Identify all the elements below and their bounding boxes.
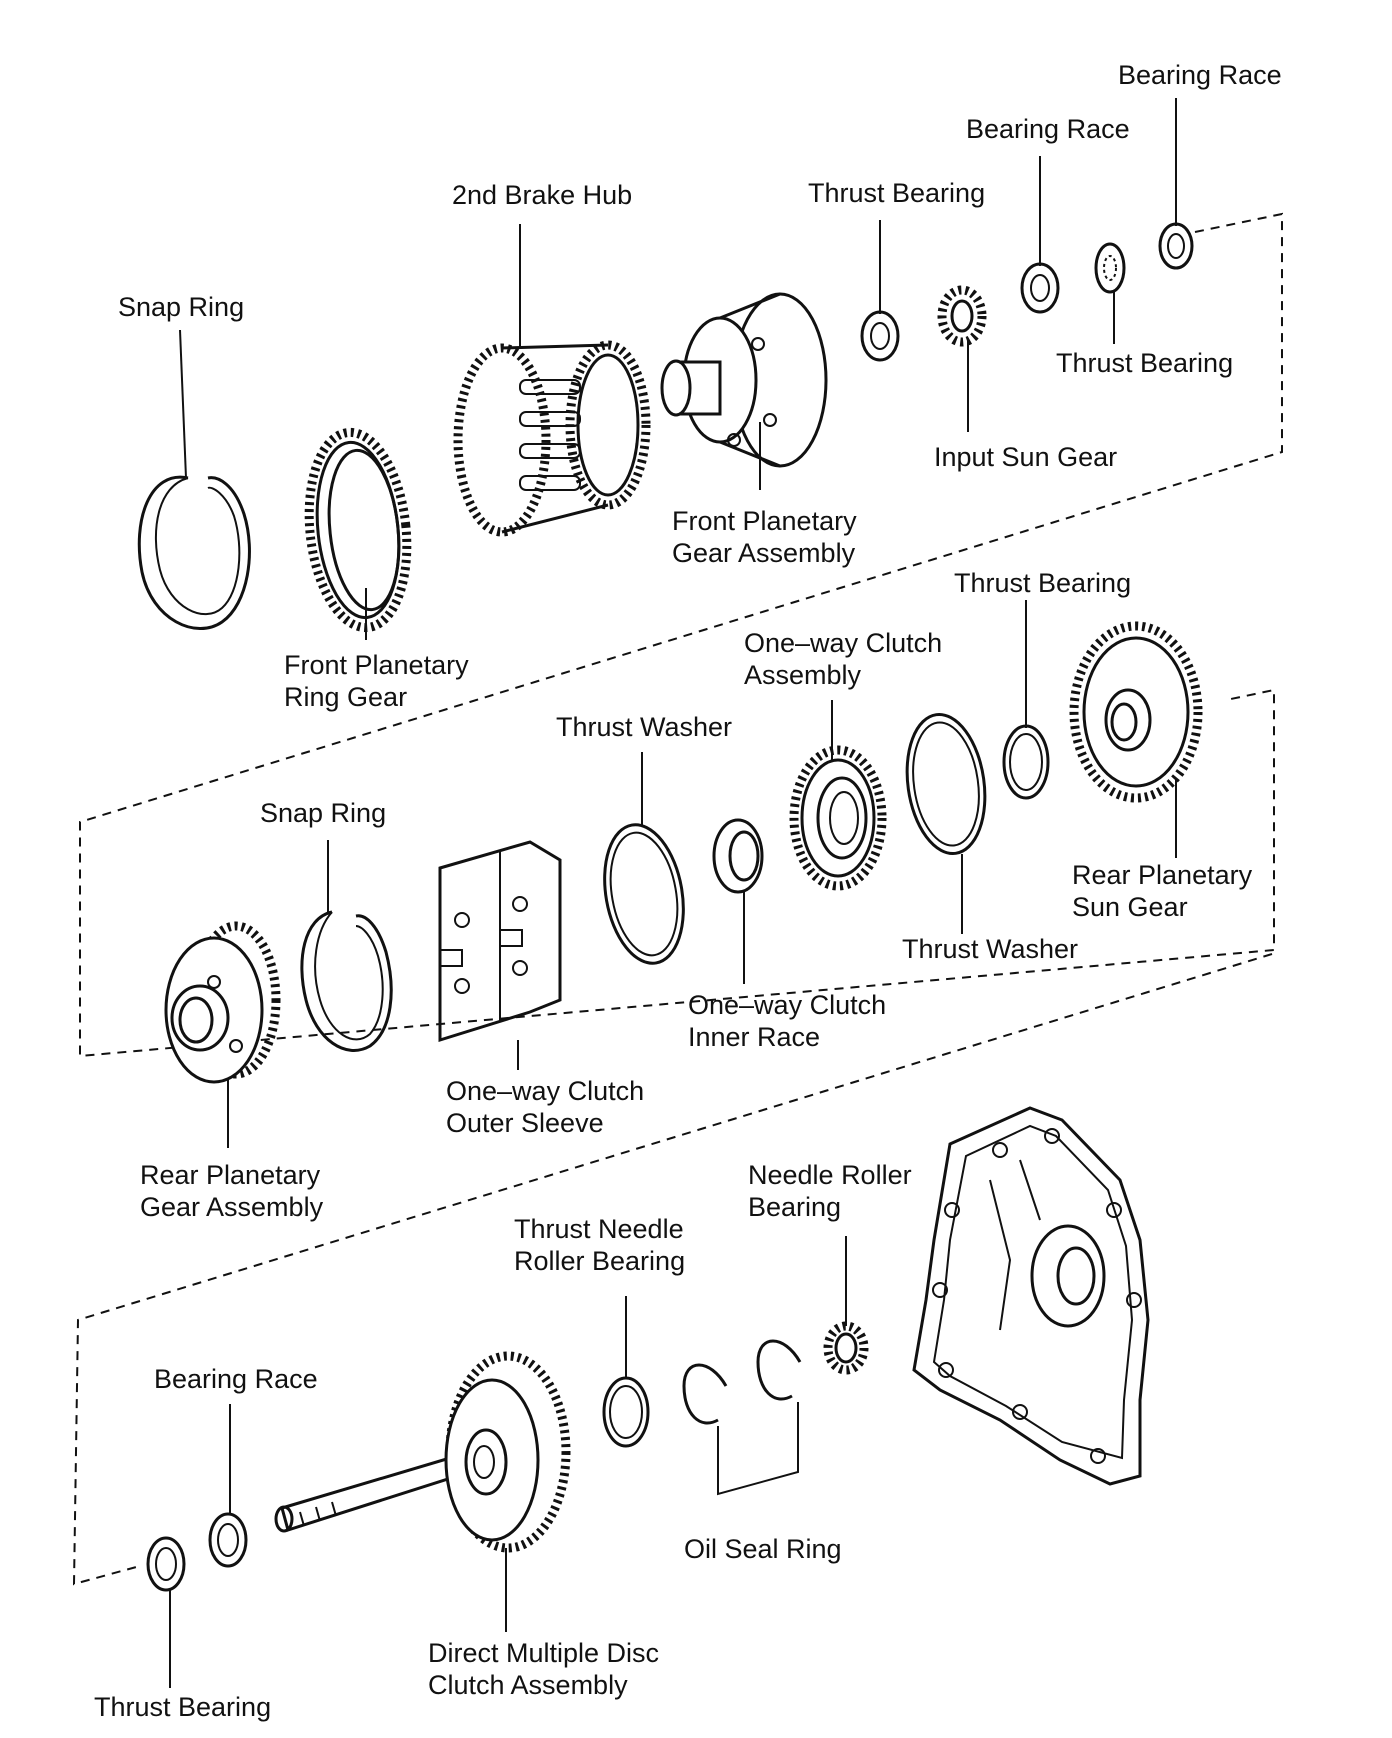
needle-roller-bearing-part [823, 1321, 869, 1375]
snap-ring-top-part [137, 475, 251, 631]
label-front-planetary-gear-assembly-line2: Gear Assembly [672, 538, 856, 568]
bearing-race-second-part [1020, 262, 1060, 314]
assembly-boundary [72, 212, 1283, 1586]
label-one-way-clutch-inner-race-line2: Inner Race [688, 1022, 820, 1052]
label-bearing-race-bottom: Bearing Race [154, 1364, 318, 1394]
label-thrust-needle-roller-bearing: Thrust Needle Roller Bearing [514, 1214, 691, 1276]
label-thrust-bearing-right: Thrust Bearing [1056, 348, 1233, 378]
label-one-way-clutch-outer-sleeve: One–way Clutch Outer Sleeve [446, 1076, 652, 1138]
front-planetary-gear-assembly-part [660, 292, 828, 468]
transmission-case-cover-part [912, 1106, 1150, 1486]
label-needle-roller-bearing: Needle Roller Bearing [748, 1160, 919, 1222]
second-brake-hub-part [453, 340, 651, 537]
label-bearing-race-second: Bearing Race [966, 114, 1130, 144]
label-input-sun-gear: Input Sun Gear [934, 442, 1117, 472]
label-needle-roller-bearing-line1: Needle Roller [748, 1160, 912, 1190]
label-one-way-clutch-assembly-line2: Assembly [744, 660, 862, 690]
thrust-bearing-bottom-part [146, 1536, 186, 1592]
label-snap-ring-top: Snap Ring [118, 292, 244, 322]
thrust-bearing-right-part [1094, 242, 1126, 294]
label-one-way-clutch-assembly: One–way Clutch Assembly [744, 628, 950, 690]
label-rear-planetary-gear-assembly: Rear Planetary Gear Assembly [140, 1160, 328, 1222]
label-one-way-clutch-outer-sleeve-line2: Outer Sleeve [446, 1108, 604, 1138]
label-direct-multiple-disc-clutch-assembly: Direct Multiple Disc Clutch Assembly [428, 1638, 667, 1700]
thrust-washer-right-part [905, 712, 987, 856]
oil-seal-ring-left-part [682, 1363, 728, 1425]
label-snap-ring-mid: Snap Ring [260, 798, 386, 828]
one-way-clutch-assembly-part [789, 745, 887, 891]
label-one-way-clutch-assembly-line1: One–way Clutch [744, 628, 942, 658]
label-thrust-washer-right: Thrust Washer [902, 934, 1078, 964]
label-thrust-needle-roller-bearing-line1: Thrust Needle [514, 1214, 684, 1244]
direct-multiple-disc-clutch-assembly-part [274, 1351, 571, 1553]
thrust-needle-roller-bearing-part [602, 1376, 650, 1448]
label-one-way-clutch-outer-sleeve-line1: One–way Clutch [446, 1076, 644, 1106]
thrust-bearing-top-part [860, 310, 900, 362]
label-direct-multiple-disc-clutch-assembly-line2: Clutch Assembly [428, 1670, 628, 1700]
one-way-clutch-outer-sleeve-part [438, 840, 562, 1043]
one-way-clutch-inner-race-part [712, 818, 764, 894]
front-planetary-ring-gear-part [304, 427, 412, 633]
input-sun-gear-part [937, 285, 987, 347]
bearing-race-bottom-part [208, 1512, 248, 1568]
label-front-planetary-ring-gear-line1: Front Planetary [284, 650, 469, 680]
label-rear-planetary-sun-gear: Rear Planetary Sun Gear [1072, 860, 1260, 922]
label-needle-roller-bearing-line2: Bearing [748, 1192, 841, 1222]
snap-ring-mid-part [300, 910, 393, 1052]
thrust-bearing-mid-part [1002, 724, 1050, 800]
label-front-planetary-ring-gear: Front Planetary Ring Gear [284, 650, 476, 712]
label-oil-seal-ring: Oil Seal Ring [684, 1534, 842, 1564]
label-rear-planetary-sun-gear-line2: Sun Gear [1072, 892, 1188, 922]
label-thrust-washer-top: Thrust Washer [556, 712, 732, 742]
label-front-planetary-ring-gear-line2: Ring Gear [284, 682, 407, 712]
thrust-washer-top-part [603, 823, 685, 965]
label-thrust-bearing-top: Thrust Bearing [808, 178, 985, 208]
label-thrust-bearing-bottom: Thrust Bearing [94, 1692, 271, 1722]
rear-planetary-sun-gear-part [1069, 621, 1203, 803]
label-thrust-needle-roller-bearing-line2: Roller Bearing [514, 1246, 685, 1276]
bearing-race-top-part [1158, 222, 1194, 270]
label-second-brake-hub: 2nd Brake Hub [452, 180, 632, 210]
label-one-way-clutch-inner-race: One–way Clutch Inner Race [688, 990, 894, 1052]
label-bearing-race-top: Bearing Race [1118, 60, 1282, 90]
label-rear-planetary-gear-assembly-line1: Rear Planetary [140, 1160, 321, 1190]
label-front-planetary-gear-assembly: Front Planetary Gear Assembly [672, 506, 864, 568]
label-thrust-bearing-mid: Thrust Bearing [954, 568, 1131, 598]
rear-planetary-gear-assembly-part [164, 921, 281, 1084]
label-rear-planetary-gear-assembly-line2: Gear Assembly [140, 1192, 324, 1222]
leader-lines [169, 98, 1177, 1688]
label-rear-planetary-sun-gear-line1: Rear Planetary [1072, 860, 1253, 890]
label-direct-multiple-disc-clutch-assembly-line1: Direct Multiple Disc [428, 1638, 659, 1668]
label-one-way-clutch-inner-race-line1: One–way Clutch [688, 990, 886, 1020]
label-front-planetary-gear-assembly-line1: Front Planetary [672, 506, 857, 536]
oil-seal-ring-right-part [756, 1339, 802, 1401]
